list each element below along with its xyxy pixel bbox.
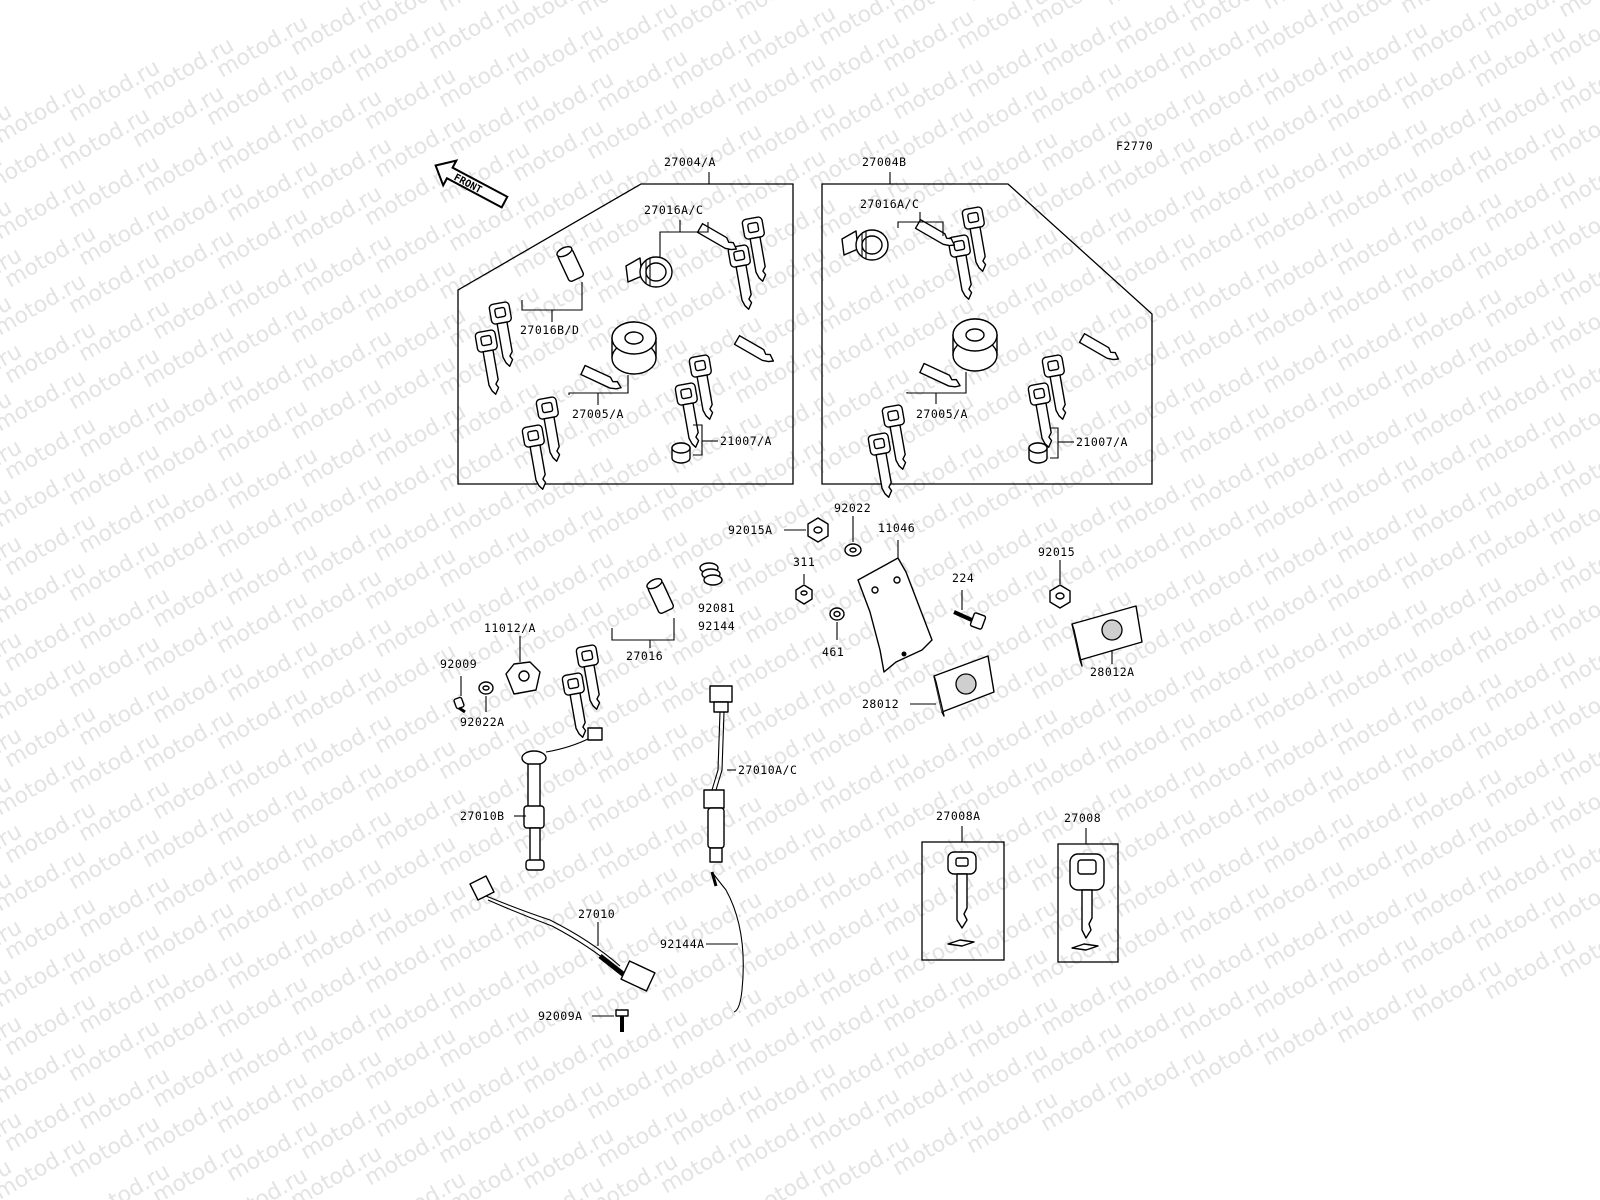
kit-a-part-27016AC: 27016A/C — [644, 203, 703, 217]
kit-a-frame — [457, 183, 794, 485]
part-92015: 92015 — [1038, 545, 1075, 609]
part-28012: 28012 — [862, 655, 995, 717]
part-11012A: 11012/A — [484, 621, 541, 695]
part-92015A: 92015A — [728, 517, 829, 543]
label-461: 461 — [822, 645, 844, 659]
label-224: 224 — [952, 571, 974, 585]
label-28012: 28012 — [862, 697, 899, 711]
kit-b-part-27016AC: 27016A/C — [860, 197, 919, 211]
part-27008: 27008 — [1057, 811, 1119, 963]
kit-b-part-27005A: 27005/A — [916, 407, 968, 421]
part-27008A: 27008A — [921, 809, 1005, 961]
kit-a-group: 27004/A 27016B/D 27016A/C 27005/A — [457, 155, 794, 491]
kit-b-part-21007A: 21007/A — [1076, 435, 1128, 449]
label-92009: 92009 — [440, 657, 477, 671]
part-92009A: 92009A — [538, 1009, 629, 1032]
part-92022: 92022 — [834, 501, 871, 557]
part-461: 461 — [822, 607, 845, 659]
label-11012A: 11012/A — [484, 621, 536, 635]
kit-b-group: 27004B 27016A/C 27005/A 21007/A — [821, 155, 1153, 499]
label-27010B: 27010B — [460, 809, 505, 823]
part-92022A: 92022A — [460, 681, 505, 729]
label-92009A: 92009A — [538, 1009, 583, 1023]
label-92022A: 92022A — [460, 715, 505, 729]
label-311: 311 — [793, 555, 815, 569]
part-92081: 92081 92144 — [698, 562, 735, 633]
label-27010AC: 27010A/C — [738, 763, 797, 777]
label-27008: 27008 — [1064, 811, 1101, 825]
part-27010B: 27010B — [460, 727, 603, 871]
kit-a-part-21007A: 21007/A — [720, 434, 772, 448]
label-11046: 11046 — [878, 521, 915, 535]
part-27010AC: 27010A/C — [703, 685, 797, 863]
label-27016: 27016 — [626, 649, 663, 663]
label-92015: 92015 — [1038, 545, 1075, 559]
label-27010: 27010 — [578, 907, 615, 921]
kit-b-label: 27004B — [862, 155, 907, 169]
part-224: 224 — [952, 571, 987, 630]
part-92009: 92009 — [440, 657, 477, 714]
part-27010: 27010 — [469, 875, 656, 992]
watermark-text: motod.ru — [1555, 0, 1600, 23]
kit-a-part-27016BD: 27016B/D — [520, 323, 579, 337]
part-311: 311 — [793, 555, 815, 605]
label-28012A: 28012A — [1090, 665, 1135, 679]
label-27008A: 27008A — [936, 809, 981, 823]
label-92144A: 92144A — [660, 937, 705, 951]
kit-a-part-27005A: 27005/A — [572, 407, 624, 421]
part-28012A: 28012A — [1071, 605, 1143, 679]
label-92015A: 92015A — [728, 523, 773, 537]
label-92144: 92144 — [698, 619, 735, 633]
part-92144A: 92144A — [660, 871, 744, 1013]
kit-a-label: 27004/A — [664, 155, 716, 169]
part-27016: 27016 — [562, 578, 675, 739]
part-11046: 11046 — [857, 521, 933, 673]
figure-code: F2770 — [1116, 139, 1153, 153]
kit-b-frame — [821, 183, 1153, 485]
label-92022: 92022 — [834, 501, 871, 515]
label-92081: 92081 — [698, 601, 735, 615]
